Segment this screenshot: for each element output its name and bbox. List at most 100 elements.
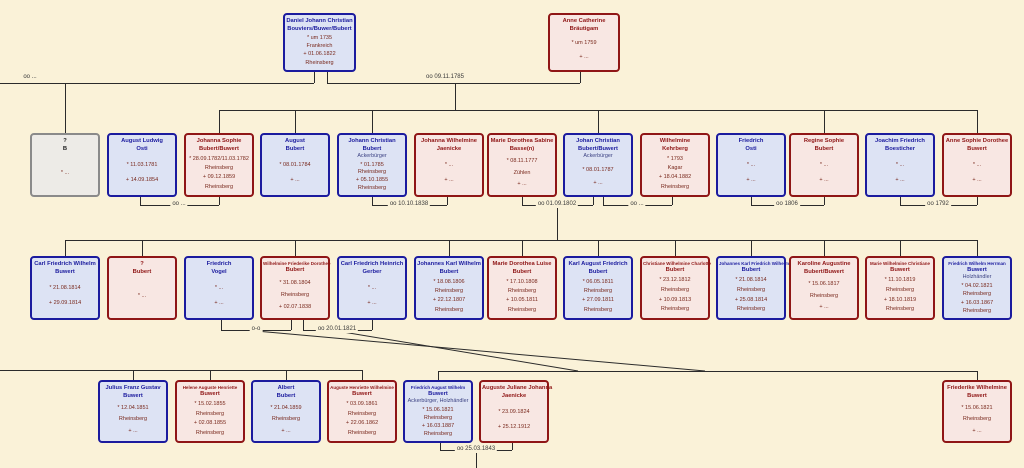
connector-line: [977, 240, 978, 256]
person-detail-line: Rheinsberg: [195, 410, 225, 417]
connector-line: [438, 371, 978, 372]
person-name-line: Gerber: [362, 268, 382, 275]
person-name: ?B: [33, 138, 97, 153]
person-name-line: Buwert: [55, 268, 75, 275]
connector-line: [362, 370, 363, 380]
person-detail-line: * 21.04.1859: [270, 404, 302, 411]
connector-line: [824, 197, 825, 205]
person-detail-line: + ...: [819, 304, 829, 311]
person-name-line: Friedrich: [738, 138, 764, 144]
person-name-line: Joachim Friedrich: [875, 138, 925, 144]
person-detail-line: Kagar: [667, 165, 683, 172]
person-box-unknown-b[interactable]: ?B* ...: [30, 133, 100, 197]
person-detail-line: Rheinsberg: [204, 165, 234, 172]
connector-line: [327, 72, 328, 83]
person-detail-line: Zühlen: [513, 169, 531, 176]
person-detail-line: + 05.10.1855: [355, 177, 389, 184]
person-detail-line: Rheinsberg: [885, 306, 915, 313]
person-detail-line: + 02.08.1855: [193, 420, 227, 427]
person-detail-line: Frankreich: [306, 43, 333, 50]
connector-line: [675, 240, 676, 256]
person-name-line: Buwert: [890, 266, 910, 273]
person-name-line: Regine Sophie: [803, 138, 845, 144]
marriage-label: oo ...: [21, 74, 39, 81]
person-detail-line: Rheinsberg: [204, 183, 234, 190]
person-details: * 23.09.1824+ 25.12.1912: [482, 400, 546, 439]
person-detail-line: Rheinsberg: [195, 429, 225, 436]
connector-line: [372, 197, 373, 205]
person-name-line: Bubert/Buwert: [804, 268, 844, 275]
person-detail-line: + ...: [819, 177, 829, 184]
person-name-line: Auguste Henriette Wilhelmine: [330, 385, 394, 390]
person-detail-line: * ...: [137, 292, 147, 299]
connector-line: [751, 240, 752, 256]
connector-line: [476, 450, 477, 468]
person-detail-line: Rheinsberg: [357, 169, 387, 176]
person-box-unknown-bubert[interactable]: ?Bubert* ...: [107, 256, 177, 320]
person-details: * 21.08.1814+ 29.09.1814: [33, 276, 97, 316]
connector-line: [900, 197, 901, 205]
person-details: * um 1759+ ...: [551, 33, 617, 68]
person-details: * ...+ ...: [945, 153, 1009, 193]
person-details: * ...: [33, 153, 97, 193]
connector-line: [522, 240, 523, 256]
person-detail-line: * 17.10.1808: [506, 278, 538, 285]
person-detail-line: + 16.03.1867: [960, 299, 994, 306]
person-name-line: Buwert: [967, 392, 987, 399]
person-detail-line: Rheinsberg: [423, 415, 453, 422]
person-detail-line: + 14.09.1854: [125, 177, 159, 184]
connector-line: [295, 240, 296, 256]
person-detail-line: + ...: [593, 179, 603, 186]
person-detail-line: * 18.08.1806: [433, 278, 465, 285]
person-detail-line: Rheinsberg: [357, 185, 387, 192]
marriage-label: oo ...: [628, 201, 646, 208]
person-detail-line: Rheinsberg: [507, 288, 537, 295]
connector-line: [327, 83, 580, 84]
